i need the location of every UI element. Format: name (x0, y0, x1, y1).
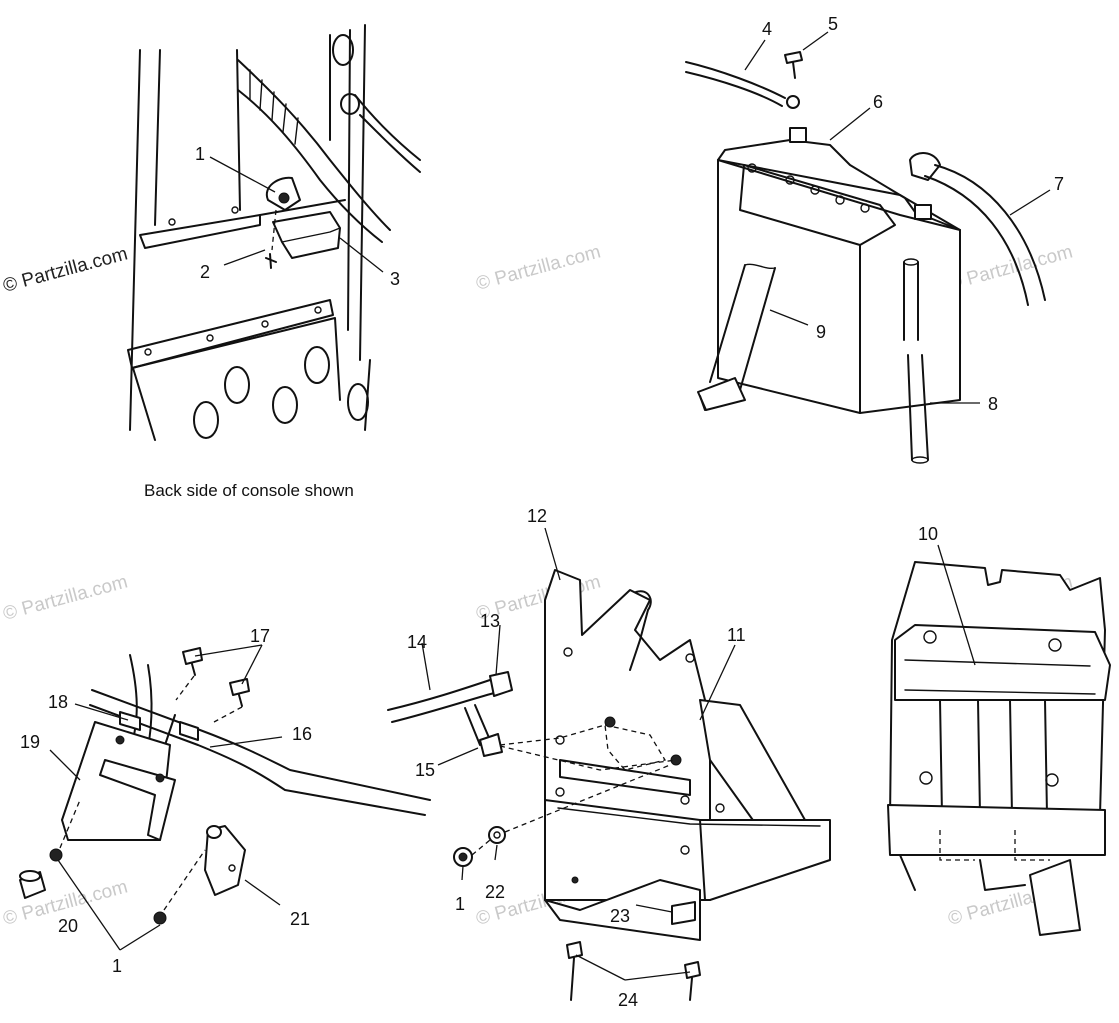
callout-16: 16 (292, 724, 312, 744)
callout-11: 11 (727, 625, 746, 645)
callout-5: 5 (828, 14, 838, 34)
callout-6: 6 (873, 92, 883, 112)
callout-18: 18 (48, 692, 68, 712)
callout-8: 8 (988, 394, 998, 414)
callout-1-bracket: 1 (455, 894, 465, 914)
callout-12: 12 (527, 506, 547, 526)
callout-17: 17 (250, 626, 270, 646)
callout-23: 23 (610, 906, 630, 926)
callout-1-lower: 1 (112, 956, 122, 976)
callout-15: 15 (415, 760, 435, 780)
callout-13: 13 (480, 611, 500, 631)
callout-24: 24 (618, 990, 638, 1010)
battery-bracket-drawing (387, 527, 831, 1001)
callout-20: 20 (58, 916, 78, 936)
regulator-drawing (19, 644, 431, 951)
console-panel-drawing (127, 24, 421, 441)
callout-10: 10 (918, 524, 938, 544)
callout-19: 19 (20, 732, 40, 752)
callout-21: 21 (290, 909, 310, 929)
watermark-1: © Partzilla.com (474, 241, 603, 294)
caption-back-side: Back side of console shown (144, 481, 354, 500)
battery-holder-drawing (887, 544, 1111, 936)
copyright-mark: © Partzilla.com (1, 243, 130, 296)
watermark-2: © Partzilla.com (946, 241, 1075, 294)
callout-7: 7 (1054, 174, 1064, 194)
callout-1: 1 (195, 144, 205, 164)
callout-2: 2 (200, 262, 210, 282)
callout-9: 9 (816, 322, 826, 342)
callout-22: 22 (485, 882, 505, 902)
callout-4: 4 (762, 19, 772, 39)
battery-drawing (685, 31, 1051, 464)
callout-3: 3 (390, 269, 400, 289)
callout-14: 14 (407, 632, 427, 652)
watermark-3: © Partzilla.com (1, 571, 130, 624)
